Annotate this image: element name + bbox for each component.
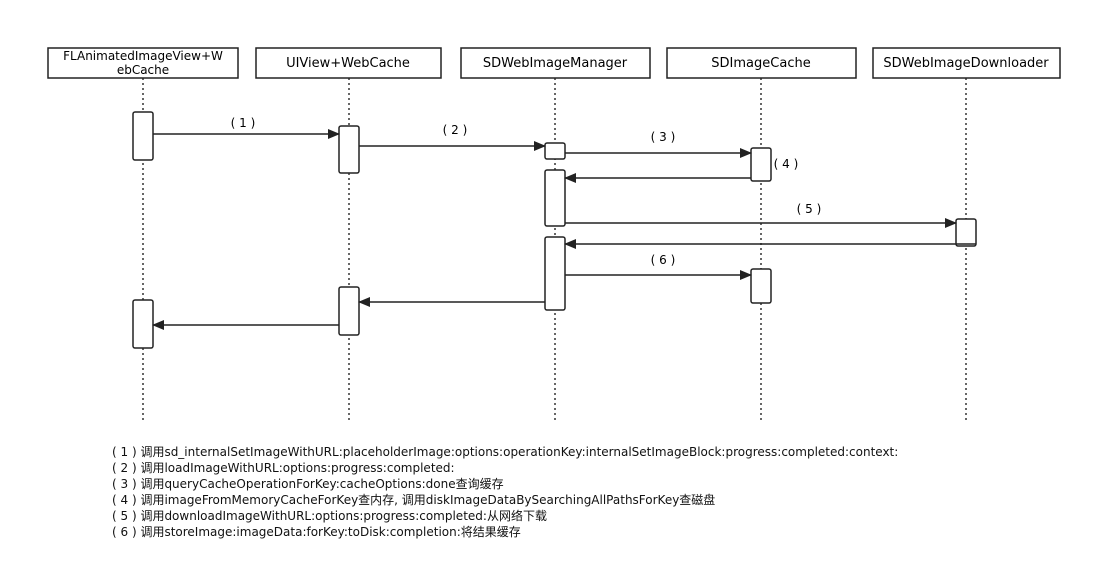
message-3: ( 3 ): [565, 130, 752, 158]
self-note-4-label: ( 4 ): [774, 157, 799, 171]
message-1: ( 1 ): [153, 116, 340, 139]
note-1: ( 1 ) 调用sd_internalSetImageWithURL:place…: [112, 445, 899, 459]
activation-p2-b: [338, 286, 360, 336]
message-6-label: ( 6 ): [651, 253, 676, 267]
activation-p3-c: [544, 236, 566, 311]
note-4: ( 4 ) 调用imageFromMemoryCacheForKey查内存, 调…: [112, 493, 716, 507]
note-5: ( 5 ) 调用downloadImageWithURL:options:pro…: [112, 509, 547, 523]
activation-p3-b: [544, 169, 566, 227]
message-2-label: ( 2 ): [443, 123, 468, 137]
activation-p4-a: [750, 147, 772, 182]
message-3-label: ( 3 ): [651, 130, 676, 144]
message-6: ( 6 ): [565, 253, 752, 280]
participant-p3-label: SDWebImageManager: [483, 56, 628, 71]
activation-p4-b: [750, 268, 772, 304]
message-5: ( 5 ): [565, 202, 957, 228]
participant-p2: UIView+WebCache: [255, 47, 442, 79]
participant-p4: SDImageCache: [666, 47, 857, 79]
participant-p1-label-line1: FLAnimatedImageView+W: [63, 49, 223, 63]
activation-p1-a: [132, 111, 154, 161]
notes-list: ( 1 ) 调用sd_internalSetImageWithURL:place…: [112, 444, 898, 540]
participant-p5: SDWebImageDownloader: [872, 47, 1061, 79]
message-5-label: ( 5 ): [797, 202, 822, 216]
activation-p1-b: [132, 299, 154, 349]
message-2: ( 2 ): [359, 123, 546, 151]
activation-p2-a: [338, 125, 360, 174]
activation-p5-a: [955, 218, 977, 247]
participant-p5-label: SDWebImageDownloader: [883, 56, 1049, 71]
participant-p1-label-line2: ebCache: [117, 63, 169, 77]
participant-p2-label: UIView+WebCache: [286, 56, 410, 71]
participant-p4-label: SDImageCache: [711, 56, 810, 71]
message-1-label: ( 1 ): [231, 116, 256, 130]
participant-p3: SDWebImageManager: [460, 47, 651, 79]
note-6: ( 6 ) 调用storeImage:imageData:forKey:toDi…: [112, 525, 521, 539]
activation-p3-a: [544, 142, 566, 160]
note-3: ( 3 ) 调用queryCacheOperationForKey:cacheO…: [112, 477, 504, 491]
participant-p1: FLAnimatedImageView+W ebCache: [47, 47, 239, 79]
note-2: ( 2 ) 调用loadImageWithURL:options:progres…: [112, 461, 455, 475]
sequence-diagram: FLAnimatedImageView+W ebCache UIView+Web…: [47, 47, 1061, 420]
